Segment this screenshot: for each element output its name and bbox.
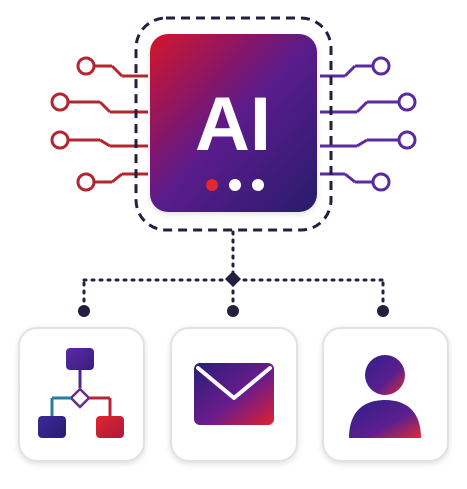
connector-node-right — [377, 305, 389, 317]
trace-right-2 — [320, 92, 417, 114]
right-circuit-traces — [320, 56, 417, 192]
user-card — [322, 327, 449, 462]
left-circuit-traces — [50, 56, 148, 192]
flowchart-card — [18, 327, 145, 462]
connector-nodes — [78, 271, 389, 317]
trace-left-2 — [50, 92, 148, 114]
trace-left-4 — [76, 172, 148, 192]
status-dot-white-1 — [229, 179, 241, 191]
connector-node-center — [227, 305, 239, 317]
envelope-icon — [194, 363, 274, 425]
connector-node-left — [78, 305, 90, 317]
trace-left-1 — [76, 56, 148, 78]
connector-tree — [82, 230, 385, 312]
user-icon — [349, 355, 421, 438]
trace-right-3 — [320, 130, 417, 150]
flowchart-icon — [38, 348, 124, 438]
status-dot-white-2 — [252, 179, 264, 191]
connector-junction-diamond — [225, 271, 241, 287]
ai-chip: AI — [150, 34, 317, 212]
email-card — [170, 327, 298, 462]
status-dot-red — [206, 179, 218, 191]
ai-chip-body — [150, 34, 317, 212]
chip-dashed-outline — [134, 16, 333, 232]
trace-right-4 — [320, 172, 391, 192]
ai-chip-label: AI — [195, 82, 271, 167]
trace-left-3 — [50, 130, 148, 150]
